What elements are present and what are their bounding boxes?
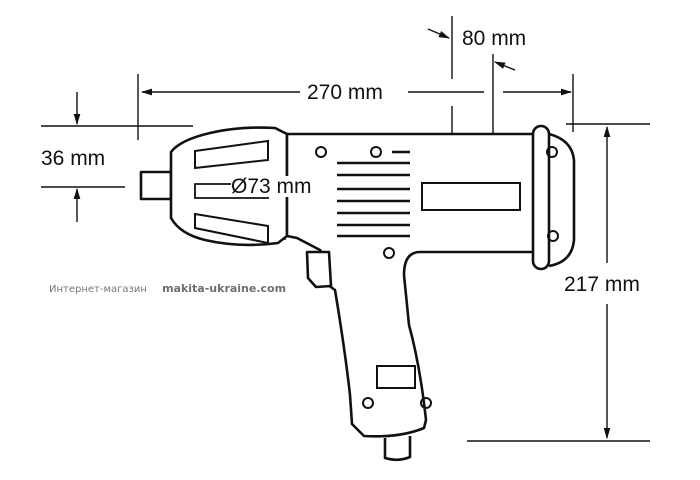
watermark-shop-label: Интернет-магазин <box>49 284 147 295</box>
dimension-length-label: 270 mm <box>307 81 383 104</box>
dimension-anvil-label: 36 mm <box>41 147 106 170</box>
dimension-height-label: 217 mm <box>564 273 640 296</box>
dimension-diameter-label: Ø73 mm <box>231 175 312 198</box>
dimension-80-label: 80 mm <box>462 27 527 50</box>
watermark: Интернет-магазин makita-ukraine.com <box>49 282 286 295</box>
watermark-site: makita-ukraine.com <box>162 282 287 295</box>
tool-details <box>194 139 559 409</box>
